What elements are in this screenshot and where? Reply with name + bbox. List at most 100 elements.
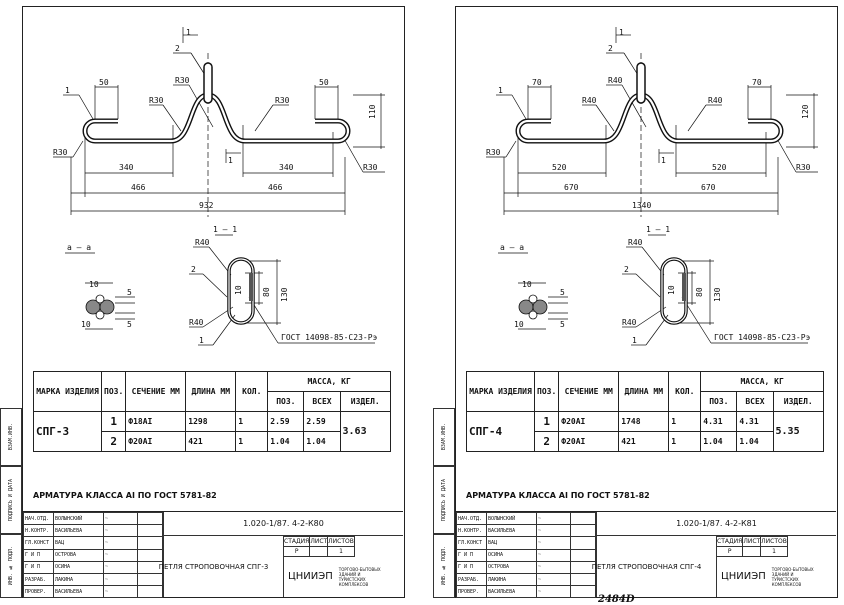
header-mass-pos: ПОЗ. <box>267 391 305 412</box>
section-mark-top: 1 <box>186 28 191 37</box>
radius-hook-left: R30 <box>53 148 68 157</box>
date <box>137 548 163 562</box>
product-mark: СПГ-3 <box>33 411 102 452</box>
date <box>137 511 163 526</box>
section-label-1: 1 <box>199 336 204 345</box>
dimension-lines <box>53 27 385 346</box>
dim-inner-left: 520 <box>552 163 567 172</box>
title-block: НАЧ.ОТД.ВОЛЫНСКИЙ~Н.КОНТР.ВАСИЛЬЕВА~ГЛ.К… <box>23 511 403 599</box>
org-subtitle: ТОРГОВО-БЫТОВЫХ ЗДАНИЙ И ТУРИСТСКИХ КОМП… <box>771 566 814 587</box>
aa-title: а — а <box>67 243 91 252</box>
radius-bend-left: R30 <box>149 96 164 105</box>
role: ПРОВЕР. <box>456 585 487 599</box>
name: ВАЦ <box>53 536 104 550</box>
rebar-drawing: 1 1 2 1 50 50 110 R30 R30 R30 R30 R30 34… <box>53 27 385 346</box>
role: НАЧ.ОТД. <box>23 511 54 526</box>
position-label-1: 1 <box>65 86 70 95</box>
row-section: Ф20АI <box>558 431 620 452</box>
aa-dim-gap-bottom: 5 <box>560 320 565 329</box>
title-block: НАЧ.ОТД.ВОЛЫНСКИЙ~Н.КОНТР.ВАСИЛЬЕВА~ГЛ.К… <box>456 511 836 599</box>
row-section: Ф20АI <box>558 411 620 432</box>
header-mass-item: ИЗДЕЛ. <box>772 391 825 412</box>
drawing-sheet: 1 1 2 1 50 50 110 R30 R30 R30 R30 R30 34… <box>22 6 405 599</box>
position-label-2: 2 <box>608 44 613 53</box>
sheet-value <box>742 546 762 557</box>
rebar-class-note: АРМАТУРА КЛАССА АI ПО ГОСТ 5781-82 <box>466 491 650 500</box>
dim-half-left: 466 <box>131 183 146 192</box>
row-length: 421 <box>185 431 237 452</box>
name: ВАСИЛЬЕВА <box>53 585 104 599</box>
signature: ~ <box>536 524 571 538</box>
role: Г И П <box>23 548 54 562</box>
section-dim-inner: 80 <box>695 287 704 297</box>
row-mass-pos: 1.04 <box>267 431 305 452</box>
dim-hook-left: 50 <box>99 78 109 87</box>
row-qty: 1 <box>668 431 702 452</box>
org-subtitle: ТОРГОВО-БЫТОВЫХ ЗДАНИЙ И ТУРИСТСКИХ КОМП… <box>338 566 381 587</box>
dimension-lines <box>486 27 818 346</box>
dim-hook-right: 70 <box>752 78 762 87</box>
radius-hook-right: R30 <box>363 163 378 172</box>
section-radius-bottom: R40 <box>189 318 204 327</box>
stage-label: СТАДИЯ <box>715 536 744 547</box>
aa-dim-gap-bottom: 5 <box>127 320 132 329</box>
signature: ~ <box>536 560 571 574</box>
name: ВАСИЛЬЕВА <box>53 524 104 538</box>
signature: ~ <box>103 536 138 550</box>
role: Н.КОНТР. <box>23 524 54 538</box>
stage-value: Р <box>715 546 744 557</box>
row-section: Ф20АI <box>125 431 187 452</box>
signature: ~ <box>103 524 138 538</box>
signatures-table: НАЧ.ОТД.ВОЛЫНСКИЙ~Н.КОНТР.ВАСИЛЬЕВА~ГЛ.К… <box>23 511 163 599</box>
dim-hook-left: 70 <box>532 78 542 87</box>
header-mass: МАССА, КГ <box>700 371 824 392</box>
dim-half-right: 670 <box>701 183 716 192</box>
name: ЛАКИНА <box>486 572 537 587</box>
name: ВОЛЫНСКИЙ <box>53 511 104 526</box>
dim-hook-right: 50 <box>319 78 329 87</box>
role: Г И П <box>23 560 54 574</box>
org-name: ЦНИИЭП <box>721 571 766 582</box>
role: Н.КОНТР. <box>456 524 487 538</box>
aa-dim-width-top: 10 <box>89 280 99 289</box>
row-qty: 1 <box>235 411 269 432</box>
name: ОСИНА <box>53 560 104 574</box>
row-mass-all: 4.31 <box>736 411 774 432</box>
row-mass-pos: 2.59 <box>267 411 305 432</box>
rebar-bar-pos2 <box>636 62 646 104</box>
gost-weld-note: ГОСТ 14098-85-С23-Рэ <box>714 333 811 342</box>
dim-inner-right: 520 <box>712 163 727 172</box>
name: ВАСИЛЬЕВА <box>486 585 537 599</box>
stamp-sign-date: ПОДПИСЬ И ДАТА <box>0 466 22 534</box>
date <box>137 536 163 550</box>
header-mass-item: ИЗДЕЛ. <box>339 391 392 412</box>
aa-dim-width-bottom: 10 <box>514 320 524 329</box>
position-label-2: 2 <box>175 44 180 53</box>
name: ВАСИЛЬЕВА <box>486 524 537 538</box>
name: ЛАКИНА <box>53 572 104 587</box>
role: РАЗРАБ. <box>23 572 54 587</box>
aa-dim-gap-top: 5 <box>127 288 132 297</box>
organization: ЦНИИЭП ТОРГОВО-БЫТОВЫХ ЗДАНИЙ И ТУРИСТСКИ… <box>716 556 836 597</box>
date <box>137 585 163 599</box>
role: ГЛ.КОНСТ <box>23 536 54 550</box>
section-radius-bottom: R40 <box>622 318 637 327</box>
signature: ~ <box>103 548 138 562</box>
sheets-value: 1 <box>760 546 788 557</box>
stamp-label: ПОДПИСЬ И ДАТА <box>8 478 14 522</box>
gost-weld-note: ГОСТ 14098-85-С23-Рэ <box>281 333 378 342</box>
date <box>570 585 596 599</box>
signature-row: Н.КОНТР.ВАСИЛЬЕВА~ <box>456 524 596 538</box>
radius-hook-right: R30 <box>796 163 811 172</box>
stamp-label: ИНВ. № ПОДЛ. <box>8 546 14 586</box>
signature: ~ <box>103 560 138 574</box>
rebar-class-note: АРМАТУРА КЛАССА АI ПО ГОСТ 5781-82 <box>33 491 217 500</box>
signatures-table: НАЧ.ОТД.ВОЛЫНСКИЙ~Н.КОНТР.ВАСИЛЬЕВА~ГЛ.К… <box>456 511 596 599</box>
row-qty: 1 <box>668 411 702 432</box>
